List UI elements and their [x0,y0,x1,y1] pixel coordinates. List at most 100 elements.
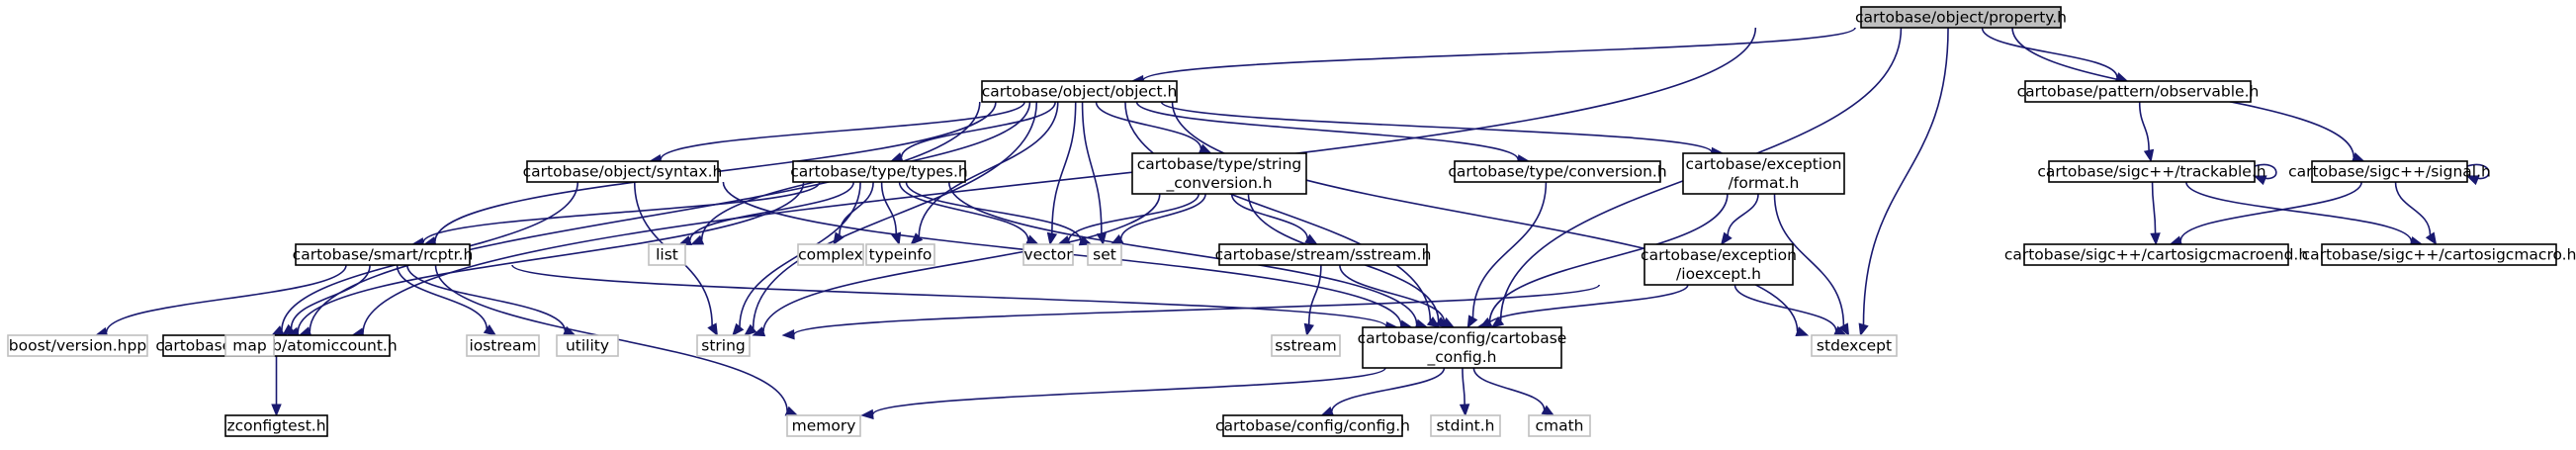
edge-object-to-stdexcept-line [1171,101,1799,332]
node-object[interactable]: cartobase/object/object.h [981,80,1178,103]
edge-types-to-vector-line [898,181,1029,240]
edge-cartocfg-to-stdint-arrowhead [1459,404,1470,417]
edge-object-to-strconv-line [1095,101,1202,149]
node-boost[interactable]: boost/version.hpp [7,334,148,357]
node-string[interactable]: string [696,334,751,357]
edge-rcptr-to-cartocfg [511,264,1399,332]
node-sstream-box [1271,334,1341,357]
node-stdint[interactable]: stdint.h [1430,414,1501,437]
edge-ioexcept-to-cartocfg [1475,284,1689,330]
node-rcptr[interactable]: cartobase/smart/rcptr.h [293,243,474,266]
edge-signal-to-macro-line [2394,181,2432,235]
edge-ioexcept-to-string [781,284,1601,340]
node-syntax[interactable]: cartobase/object/syntax.h [523,160,723,183]
node-set[interactable]: set [1087,243,1122,266]
node-observable[interactable]: cartobase/pattern/observable.h [2017,80,2260,103]
edge-property-to-cartocfg-arrowhead [1490,315,1505,328]
node-format[interactable]: cartobase/exception/format.h [1682,152,1845,195]
node-macroend[interactable]: cartobase/sigc++/cartosigcmacroend.h [2004,243,2308,266]
edge-cartocfg-to-config-arrowhead [1320,405,1335,416]
edge-cartocfg-to-cmath [1472,367,1555,416]
edge-types-to-set [905,181,1093,246]
node-strconv[interactable]: cartobase/type/string_conversion.h [1131,152,1307,195]
edge-cartocfg-to-cmath-arrowhead [1541,405,1555,416]
edge-atomic-to-zconfig [271,355,282,417]
edge-trackable-to-trackable [2253,163,2277,186]
edge-strconv-to-sstream_h-line [1230,193,1309,239]
node-config-box [1222,414,1403,437]
edge-sstream_h-to-cartocfg-line [1339,264,1446,322]
node-map[interactable]: map [224,334,275,357]
node-signal[interactable]: cartobase/sigc++/signal.h [2288,160,2491,183]
edge-format-to-stdexcept-arrowhead [1838,322,1850,337]
node-sstream-label: sstream [1275,337,1336,355]
edge-object-to-strconv [1095,101,1212,154]
node-rcptr-box [295,243,471,266]
node-types[interactable]: cartobase/type/types.h [790,160,968,183]
edge-ioexcept-to-string-line [793,284,1601,336]
node-sstream_h[interactable]: cartobase/stream/sstream.h [1215,243,1432,266]
node-complex-box [797,243,864,266]
node-types-box [792,160,966,183]
edge-trackable-to-macro-line [2185,181,2413,242]
node-memory-label: memory [792,417,856,435]
node-sstream[interactable]: sstream [1271,334,1341,357]
edge-cartocfg-to-stdint [1459,367,1470,417]
node-memory[interactable]: memory [786,414,861,437]
node-trackable[interactable]: cartobase/sigc++/trackable.h [2037,160,2266,183]
edge-object-to-vector-arrowhead [1046,231,1058,246]
node-iostream[interactable]: iostream [466,334,540,357]
node-zconfig-box [224,414,328,437]
node-atomic[interactable]: cartobase/zoolib/atomiccount.h [155,334,398,357]
edge-types-to-string-arrowhead [732,322,745,337]
node-ioexcept-label: cartobase/exception [1641,246,1797,264]
node-ioexcept[interactable]: cartobase/exception/ioexcept.h [1641,243,1797,286]
edge-types-to-complex [833,181,874,246]
edge-object-to-types [889,101,1056,163]
edge-object-to-stdexcept-arrowhead [1795,326,1810,336]
edge-format-to-ioexcept-line [1727,193,1759,236]
edge-types-to-complex-arrowhead [833,231,844,246]
node-cartocfg-label: cartobase/config/cartobase [1358,329,1567,347]
node-config[interactable]: cartobase/config/config.h [1215,414,1410,437]
node-object-box [981,80,1178,103]
edge-format-to-stdexcept [1773,193,1850,337]
node-vector[interactable]: vector [1022,243,1074,266]
node-stdexcept[interactable]: stdexcept [1811,334,1898,357]
node-property[interactable]: cartobase/object/property.h [1855,6,2067,29]
node-cartocfg[interactable]: cartobase/config/cartobase_config.h [1358,326,1567,369]
node-signal-box [2311,160,2468,183]
node-list[interactable]: list [648,243,686,266]
node-stdexcept-box [1811,334,1898,357]
edge-object-to-syntax-line [660,101,1025,160]
node-boost-box [7,334,148,357]
edge-types-to-typeinfo-arrowhead [891,231,902,246]
node-strconv-box [1131,152,1307,195]
edge-observable-to-trackable-line [2138,101,2150,151]
node-cmath[interactable]: cmath [1528,414,1591,437]
node-types-label: cartobase/type/types.h [790,163,967,181]
edge-types-to-rcptr-line [422,181,821,243]
node-conversion[interactable]: cartobase/type/conversion.h [1448,160,1667,183]
edge-conversion-to-cartocfg-line [1471,181,1548,318]
edge-object-to-format-line [1160,101,1713,153]
node-zconfig[interactable]: zconfigtest.h [224,414,328,437]
node-set-box [1087,243,1122,266]
node-utility-label: utility [566,337,609,355]
edge-ioexcept-to-string-arrowhead [781,329,795,340]
edge-types-to-typeinfo [880,181,902,246]
node-cartocfg-box [1362,326,1562,369]
node-syntax-box [526,160,719,183]
node-sstream_h-box [1218,243,1428,266]
edge-property-to-stdexcept-arrowhead [1858,322,1869,337]
node-utility[interactable]: utility [556,334,619,357]
node-complex[interactable]: complex [797,243,864,266]
edge-rcptr-to-boost [94,264,347,337]
edge-object-to-typeinfo-arrowhead [910,232,924,245]
edge-object-to-string [744,101,1038,336]
node-object-label: cartobase/object/object.h [982,83,1178,101]
edge-object-to-map-line [309,101,981,332]
node-macro[interactable]: cartobase/sigc++/cartosigcmacro.h [2302,243,2576,266]
edge-property-to-object-line [1142,27,1856,81]
node-typeinfo[interactable]: typeinfo [865,243,935,266]
